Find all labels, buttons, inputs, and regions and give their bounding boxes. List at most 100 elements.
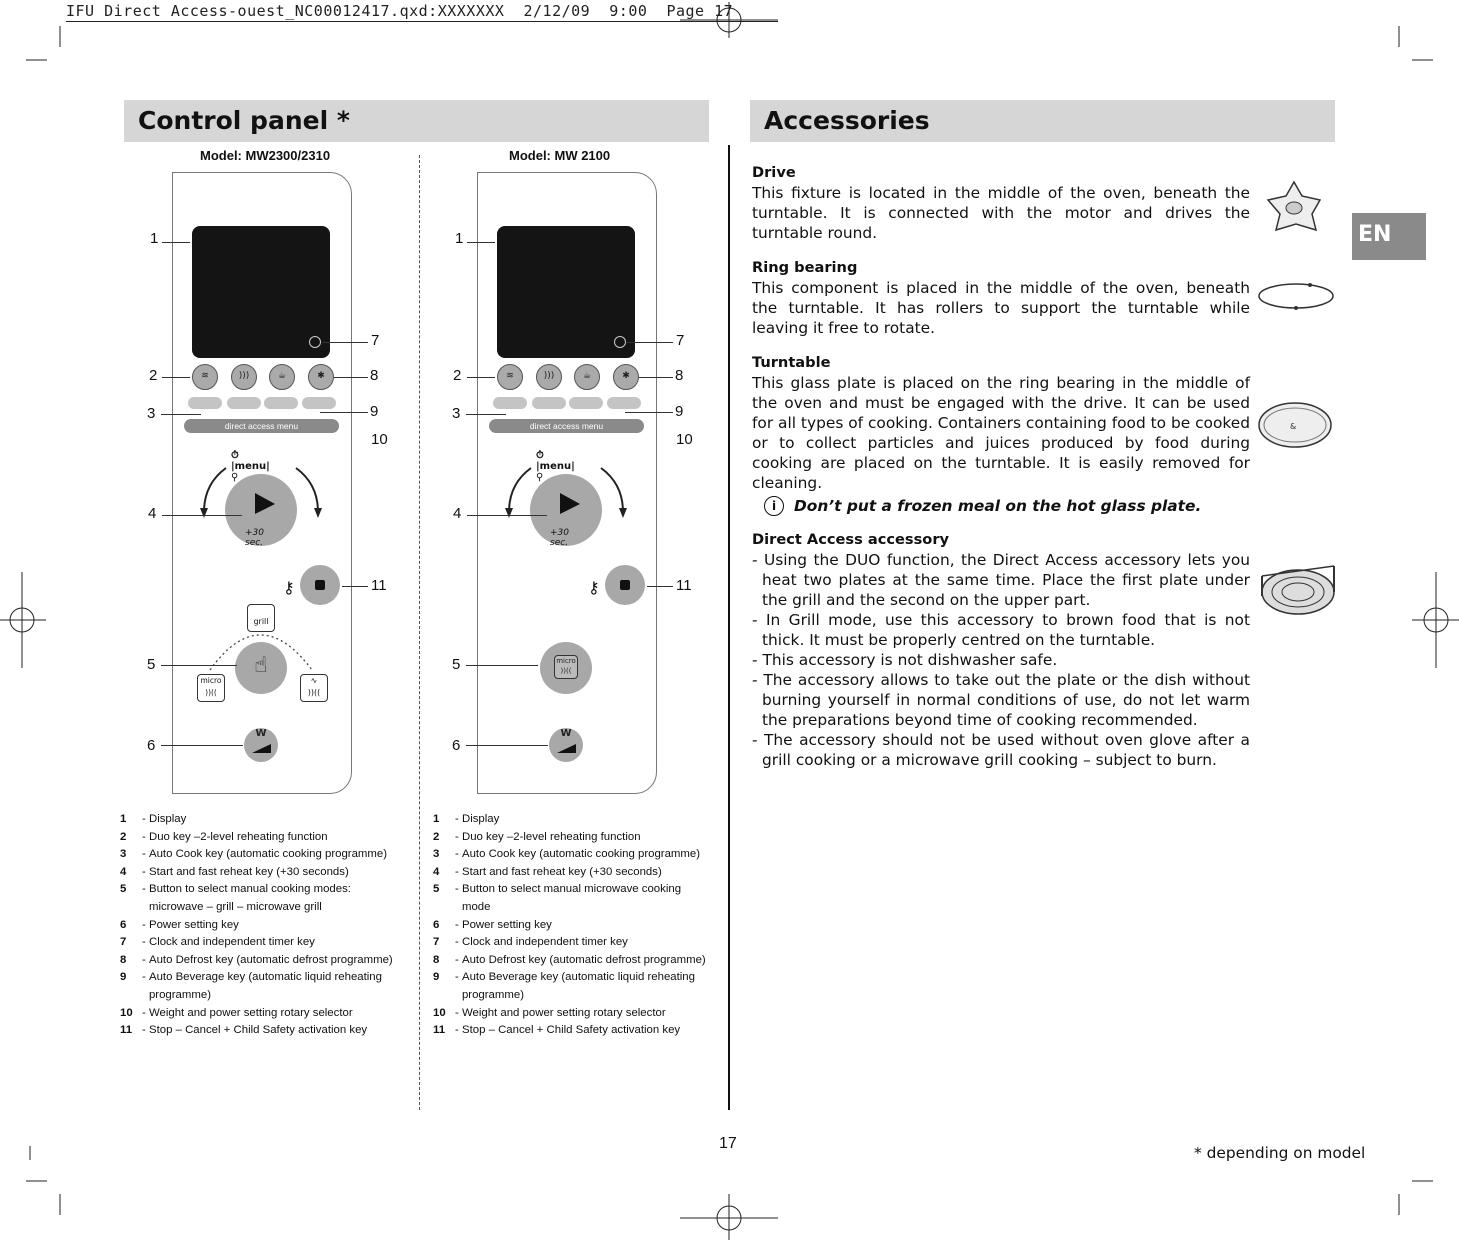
slug-rule [66,21,778,22]
power-button[interactable]: W [549,728,583,762]
legend-text: Button to select manual cooking modes: m… [148,883,351,913]
legend-item: 6- Power setting key [120,917,405,935]
key-slot [227,397,261,409]
panel-outline [172,172,352,794]
turntable-body: This glass plate is placed on the ring b… [752,374,1250,492]
play-icon [560,493,580,514]
legend-item: 8- Auto Defrost key (automatic defrost p… [120,952,405,970]
auto-beverage-key[interactable]: ☕ [269,364,295,390]
auto-cook-key[interactable]: ))) [536,364,562,390]
callout-4: 4 [453,505,462,522]
turntable-section: Turntable This glass plate is placed on … [752,353,1250,493]
legend-item: 9- Auto Beverage key (automatic liquid r… [120,969,405,1004]
power-button[interactable]: W [244,728,278,762]
control-panel-header: Control panel * [124,100,709,142]
legend-text: Button to select manual microwave cookin… [461,883,682,913]
key-slot [264,397,298,409]
legend-text: Clock and independent timer key [148,936,315,949]
leader-line [627,342,673,343]
duo-key[interactable]: ≋ [192,364,218,390]
legend-item: 6- Power setting key [433,917,708,935]
key-slot [493,397,527,409]
legend-item: 1- Display [433,811,708,829]
callout-2: 2 [149,367,158,384]
legend-item: 11- Stop – Cancel + Child Safety activat… [120,1022,405,1040]
stop-button[interactable] [300,565,340,605]
auto-cook-key[interactable]: ))) [231,364,257,390]
ring-body: This component is placed in the middle o… [752,279,1250,337]
direct-access-menu-bar: direct access menu [184,419,339,433]
touch-icon: ☝ [254,653,268,678]
page-divider [728,145,730,1110]
callout-5: 5 [147,656,156,673]
callout-9: 9 [370,403,379,420]
callout-2: 2 [453,367,462,384]
drive-heading: Drive [752,164,796,181]
clock-icon[interactable] [309,336,321,348]
legend-number: 6 [433,918,440,931]
legend-text: Power setting key [148,918,239,931]
page-number: 17 [719,1135,737,1152]
key-slot [188,397,222,409]
child-lock-icon: ⚷ [283,578,295,597]
start-button[interactable] [530,474,602,546]
warning-note: i Don’t put a frozen meal on the hot gla… [764,496,1201,516]
legend-text: Duo key –2-level reheating function [461,830,641,843]
display-screen [192,226,330,358]
leader-line [161,414,201,415]
clock-icon[interactable] [614,336,626,348]
micro-mode-button[interactable]: micro))(( [540,642,592,694]
duo-key[interactable]: ≋ [497,364,523,390]
plus30-label: +30 sec. [245,528,264,548]
callout-3: 3 [452,405,461,422]
callout-1: 1 [150,230,159,247]
legend-text: Auto Beverage key (automatic liquid rehe… [148,971,382,1001]
legend-text: Display [461,813,500,825]
leader-line [334,377,368,378]
legend-text: Stop – Cancel + Child Safety activation … [461,1024,681,1037]
stop-button[interactable] [605,565,645,605]
direct-access-rack-illustration [1261,565,1335,615]
legend-number: 10 [120,1006,133,1019]
callout-7: 7 [676,332,685,349]
leader-line [162,515,242,516]
legend-text: Auto Cook key (automatic cooking program… [461,848,701,861]
model-right-label: Model: MW 2100 [509,148,611,163]
leader-line [625,412,673,413]
start-button[interactable] [225,474,297,546]
direct-list-item: - Using the DUO function, the Direct Acc… [752,551,1250,609]
auto-defrost-key[interactable]: ✱ [613,364,639,390]
panel-outline [477,172,657,794]
legend-number: 5 [433,883,440,896]
accessories-header: Accessories [750,100,1335,142]
legend-text: Auto Cook key (automatic cooking program… [148,848,388,861]
legend-text: Weight and power setting rotary selector [461,1006,666,1019]
ring-bearing-illustration [1258,283,1334,310]
warning-text: Don’t put a frozen meal on the hot glass… [794,497,1202,515]
print-slug: IFU Direct Access-ouest_NC00012417.qxd:X… [66,2,734,20]
direct-heading: Direct Access accessory [752,531,950,548]
auto-defrost-key[interactable]: ✱ [308,364,334,390]
legend-text: Start and fast reheat key (+30 seconds) [148,865,349,878]
direct-list-item: - The accessory should not be used witho… [752,731,1250,769]
auto-beverage-key[interactable]: ☕ [574,364,600,390]
legend-number: 5 [120,883,127,896]
legend-text: Duo key –2-level reheating function [148,830,328,843]
leader-line [342,586,368,587]
key-slot [569,397,603,409]
micro-mode-icon: micro))(( [554,655,578,679]
leader-line [322,342,368,343]
leader-line [647,586,673,587]
direct-access-section: Direct Access accessory - Using the DUO … [752,530,1250,770]
legend-number: 7 [120,936,127,949]
mode-select-button[interactable]: ☝ [235,642,287,694]
legend-item: 10- Weight and power setting rotary sele… [433,1005,708,1023]
callout-9: 9 [675,403,684,420]
legend-item: 4- Start and fast reheat key (+30 second… [120,864,405,882]
turntable-illustration: & [1258,402,1332,448]
leader-line [162,242,190,243]
callout-10: 10 [371,431,388,448]
key-slot [302,397,336,409]
callout-7: 7 [371,332,380,349]
